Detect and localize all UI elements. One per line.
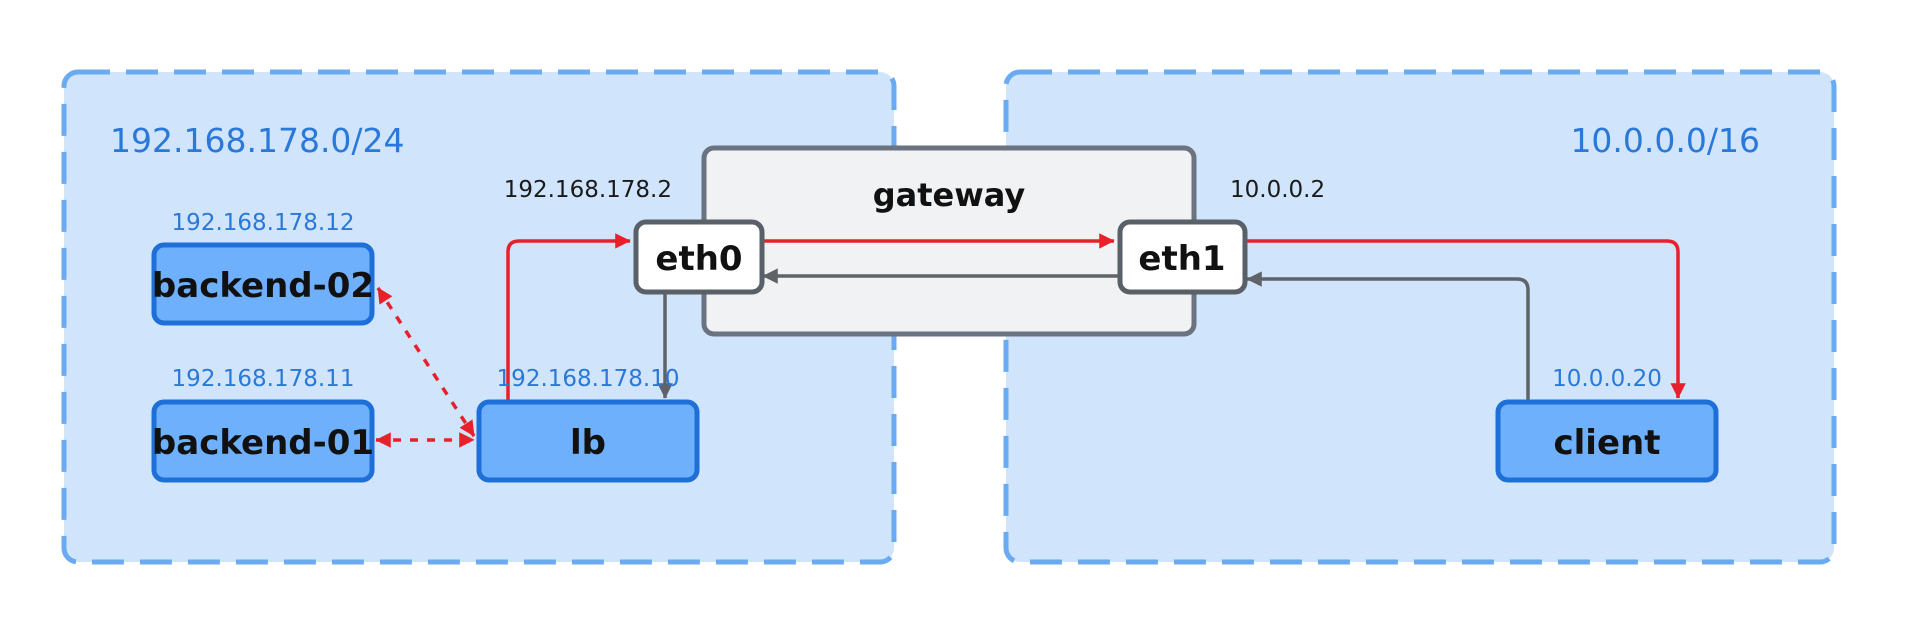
edge-eth1-to-client — [1245, 239, 1686, 399]
client-ip: 10.0.0.20 — [1552, 366, 1662, 392]
eth0-ip: 192.168.178.2 — [504, 177, 672, 203]
backend-01-label: backend-01 — [152, 423, 374, 463]
lb-ip: 192.168.178.10 — [497, 366, 680, 392]
subnet-label-left: 192.168.178.0/24 — [110, 121, 405, 160]
interface-eth1[interactable]: eth1 — [1117, 219, 1248, 295]
gateway-label: gateway — [873, 176, 1026, 214]
host-backend-01[interactable]: backend-01 — [151, 399, 375, 483]
subnet-label-right: 10.0.0.0/16 — [1570, 121, 1760, 160]
client-label: client — [1554, 423, 1661, 463]
eth0-label: eth0 — [655, 239, 742, 279]
eth1-label: eth1 — [1138, 239, 1225, 279]
edge-backend02-lb — [376, 287, 476, 437]
backend-02-ip: 192.168.178.12 — [172, 210, 355, 236]
interface-eth0[interactable]: eth0 — [633, 219, 765, 295]
host-backend-02[interactable]: backend-02 — [151, 242, 375, 326]
eth1-ip: 10.0.0.2 — [1230, 177, 1325, 203]
edge-client-to-eth1 — [1246, 271, 1530, 400]
backend-01-ip: 192.168.178.11 — [172, 366, 355, 392]
backend-02-label: backend-02 — [152, 266, 374, 306]
edge-lb-to-eth0 — [506, 233, 631, 400]
host-lb[interactable]: lb — [476, 399, 700, 483]
lb-label: lb — [570, 423, 606, 463]
host-client[interactable]: client — [1495, 399, 1719, 483]
